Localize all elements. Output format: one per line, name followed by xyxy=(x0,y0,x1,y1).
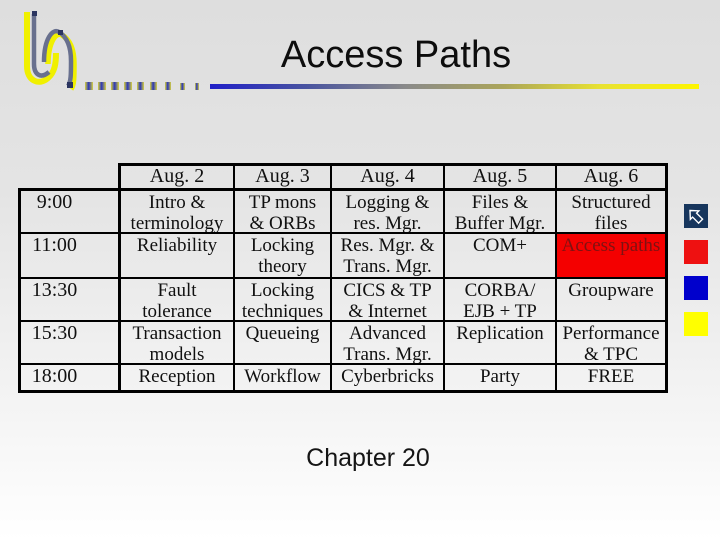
schedule-table: Aug. 2 Aug. 3 Aug. 4 Aug. 5 Aug. 6 9:00 … xyxy=(18,163,668,393)
column-header: Aug. 6 xyxy=(555,163,668,188)
column-header: Aug. 4 xyxy=(330,163,443,188)
logo-node xyxy=(67,82,73,88)
schedule-cell: Fault tolerance xyxy=(118,277,233,322)
row-time: 13:30 xyxy=(18,277,118,320)
nav-red-button[interactable] xyxy=(684,240,708,264)
logo-node xyxy=(58,30,63,35)
schedule-cell: FREE xyxy=(555,363,668,393)
schedule-cell: Cyberbricks xyxy=(330,363,443,393)
nav-yellow-button[interactable] xyxy=(684,312,708,336)
schedule-cell: Replication xyxy=(443,320,555,363)
page-title: Access Paths xyxy=(280,34,512,76)
logo-node xyxy=(32,11,37,16)
schedule-cell: Groupware xyxy=(555,277,668,320)
column-header: Aug. 2 xyxy=(118,163,233,188)
schedule-cell: Intro & terminology xyxy=(118,188,233,234)
logo-yellow-hook xyxy=(24,12,59,85)
schedule-cell: Transaction models xyxy=(118,320,233,365)
schedule-cell: Res. Mgr. & Trans. Mgr. xyxy=(330,232,443,277)
column-header: Aug. 3 xyxy=(233,163,330,188)
corner-cell xyxy=(18,163,118,188)
schedule-cell: Structured files xyxy=(555,188,668,234)
schedule-cell: Advanced Trans. Mgr. xyxy=(330,320,443,365)
nav-blue-button[interactable] xyxy=(684,276,708,300)
column-header: Aug. 5 xyxy=(443,163,555,188)
return-arrow-icon xyxy=(689,209,704,225)
schedule-cell: CORBA/ EJB + TP xyxy=(443,277,555,322)
schedule-cell: Performance & TPC xyxy=(555,320,668,365)
nav-back-button[interactable] xyxy=(684,204,708,228)
chapter-caption: Chapter 20 xyxy=(306,444,430,472)
schedule-cell: Queueing xyxy=(233,320,330,363)
row-time: 11:00 xyxy=(18,232,118,277)
row-time: 9:00 xyxy=(18,188,118,232)
title-underline xyxy=(210,84,699,89)
schedule-cell: COM+ xyxy=(443,232,555,277)
schedule-cell: Locking techniques xyxy=(233,277,330,322)
schedule-cell: Reliability xyxy=(118,232,233,277)
schedule-cell: CICS & TP & Internet xyxy=(330,277,443,322)
row-time: 18:00 xyxy=(18,363,118,393)
schedule-cell: Locking theory xyxy=(233,232,330,277)
logo-slate-hook xyxy=(31,14,51,78)
row-time: 15:30 xyxy=(18,320,118,363)
schedule-cell: Workflow xyxy=(233,363,330,393)
schedule-cell: Reception xyxy=(118,363,233,393)
schedule-cell: TP mons & ORBs xyxy=(233,188,330,234)
schedule-cell: Logging & res. Mgr. xyxy=(330,188,443,234)
logo-graphic xyxy=(24,11,199,91)
schedule-cell: Files & Buffer Mgr. xyxy=(443,188,555,234)
schedule-cell: Party xyxy=(443,363,555,393)
logo-slate-arch xyxy=(41,28,74,88)
cell-access-paths: Access paths xyxy=(555,232,668,277)
logo-dot-trail xyxy=(85,82,199,90)
